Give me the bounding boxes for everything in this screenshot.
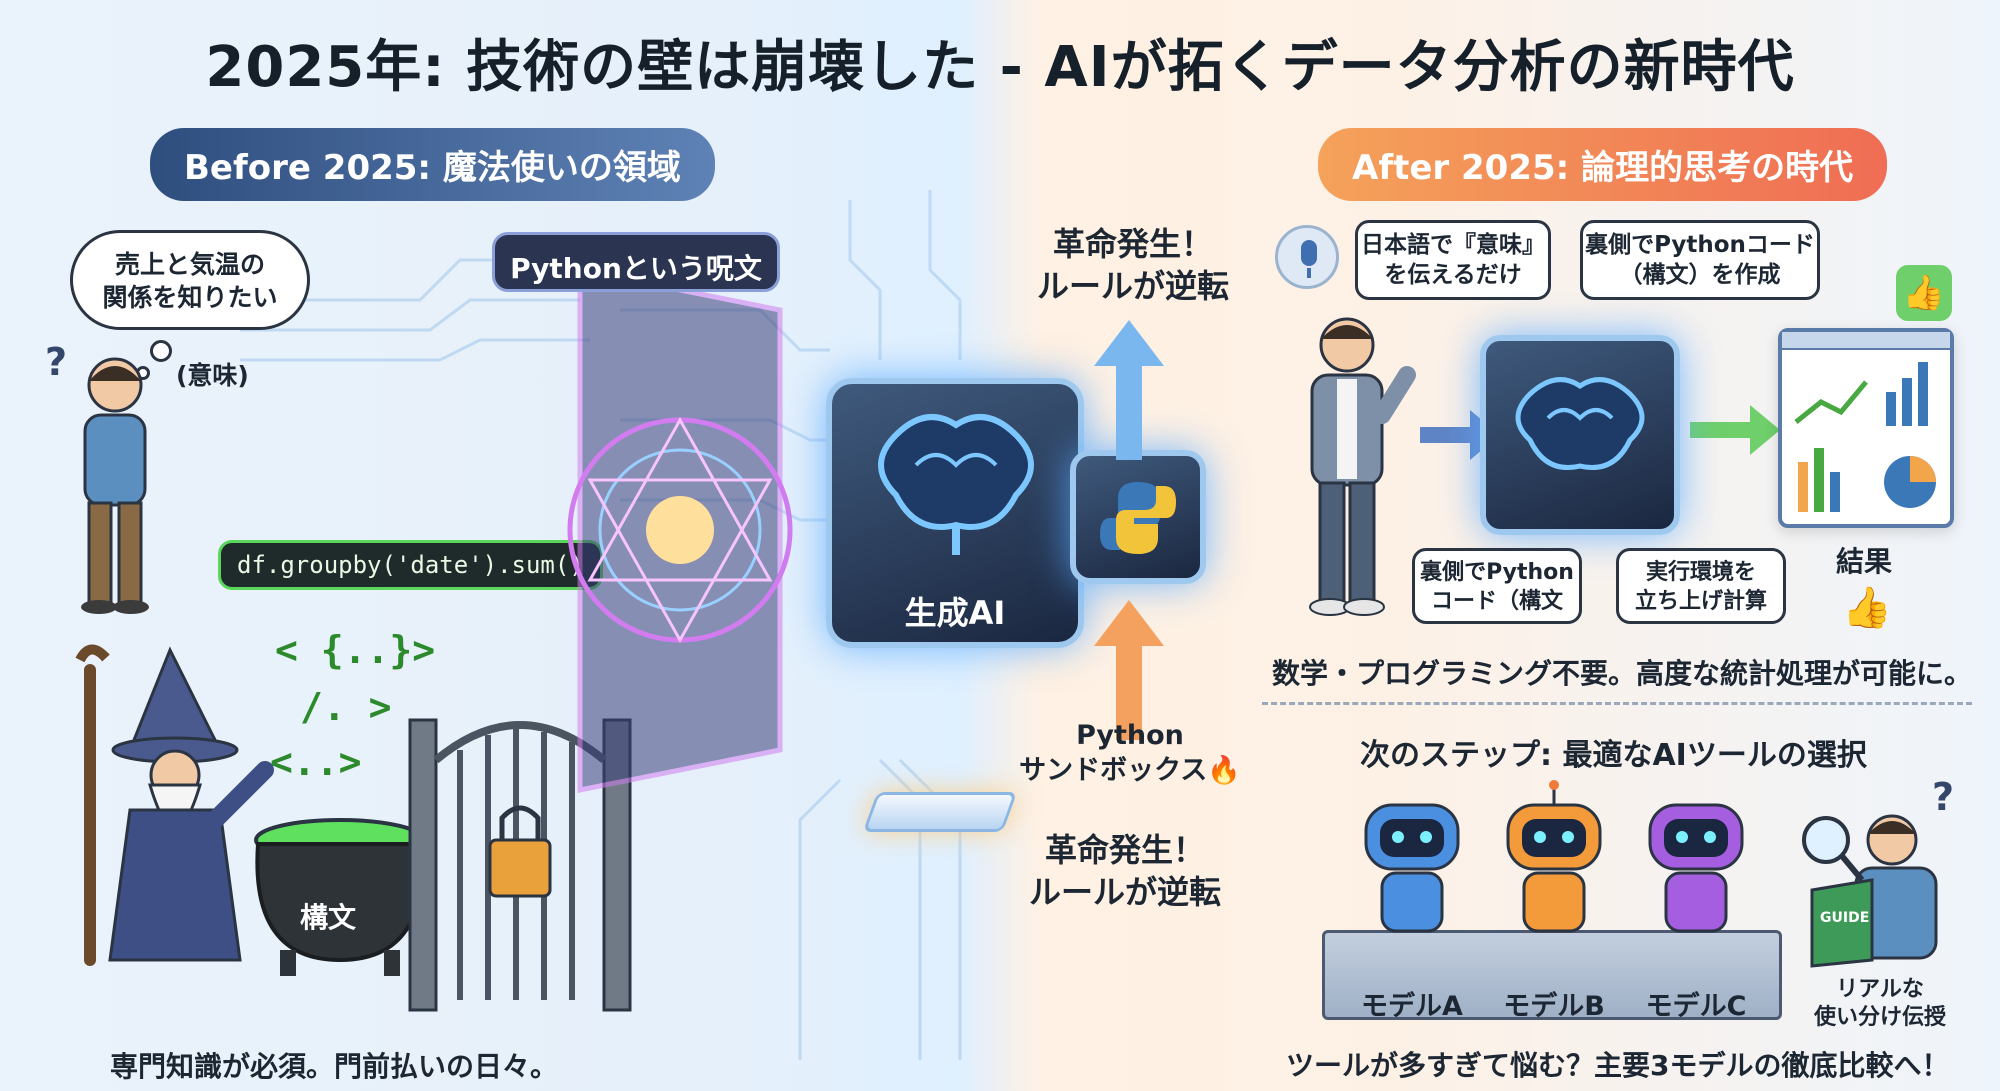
svg-text:?: ? [1932,775,1954,819]
result-label: 結果 [1836,545,1893,578]
magic-portal-icon [567,266,793,794]
model-c-label: モデルC [1645,991,1747,1022]
revolution-top: 革命発生！ ルールが逆転 [1036,225,1229,305]
thumbs-up-icon-bottom: 👍 [1842,585,1892,631]
wizard-icon [75,644,274,966]
after-caption: 数学・プログラミング不要。高度な統計処理が可能に。 [1272,657,1973,690]
behind-code-bubble-left: 裏側でPython コード（構文 [1412,548,1582,624]
cauldron-label: 構文 [300,901,357,934]
guide-book-label: GUIDE [1820,910,1870,926]
groupby-code-tag: df.groupby('date').sum() [218,540,603,590]
floating-code-1: < {..}> [275,628,436,672]
after-heading: After 2025: 論理的思考の時代 [1318,128,1888,201]
model-a-label: モデルA [1361,991,1463,1022]
up-arrow-orange-icon [1094,600,1164,740]
section-divider [1262,702,1972,705]
cauldron-icon [254,818,426,976]
chart-thumbnails-icon [1794,362,1936,512]
after-bottom-caption: ツールが多すぎて悩む？主要3モデルの徹底比較へ！ [1286,1049,1950,1082]
thought-dot-1 [150,340,172,362]
generative-ai-label: 生成AI [904,594,1006,632]
python-spell-tag: Pythonという呪文 [492,232,780,292]
page-title: 2025年: 技術の壁は崩壊した - AIが拓くデータ分析の新時代 [205,35,1795,100]
before-caption: 専門知識が必須。門前払いの日々。 [110,1050,559,1083]
robot-c-icon [1648,803,1744,933]
up-arrow-blue-icon [1094,320,1164,460]
speaking-person-icon [1309,317,1416,616]
arrow-to-result-icon [1690,405,1780,455]
python-logo-icon [1100,482,1176,554]
guide-person-icon: ? [1802,775,1954,968]
thought-bubble: 売上と気温の 関係を知りたい [70,230,310,330]
thinking-person-icon: ? [45,340,149,614]
floating-code-3: <..> [270,740,362,784]
thumbs-up-icon-top: 👍 [1896,265,1952,321]
next-step-heading: 次のステップ: 最適なAIツールの選択 [1360,738,1867,773]
speech-bubble: 日本語で『意味』 を伝えるだけ [1355,220,1551,300]
meaning-label: (意味) [176,361,249,390]
model-b-label: モデルB [1503,991,1605,1022]
floating-code-2: /. > [300,685,392,729]
microphone-icon [1275,225,1339,289]
revolution-bottom: 革命発生！ ルールが逆転 [1028,831,1221,911]
guide-note: リアルな 使い分け伝授 [1813,977,1946,1030]
brain-icon-right [1515,377,1645,470]
before-heading: Before 2025: 魔法使いの領域 [150,128,715,201]
brain-icon [878,414,1034,555]
sandbox-pad [862,792,1018,832]
robot-a-icon [1364,803,1460,933]
robot-b-icon [1506,780,1602,933]
sandbox-label: Python サンドボックス🔥 [1019,720,1241,787]
exec-env-bubble: 実行環境を 立ち上げ計算 [1616,548,1786,624]
behind-code-bubble-top: 裏側でPythonコード （構文）を作成 [1580,220,1820,300]
svg-text:?: ? [45,340,67,384]
